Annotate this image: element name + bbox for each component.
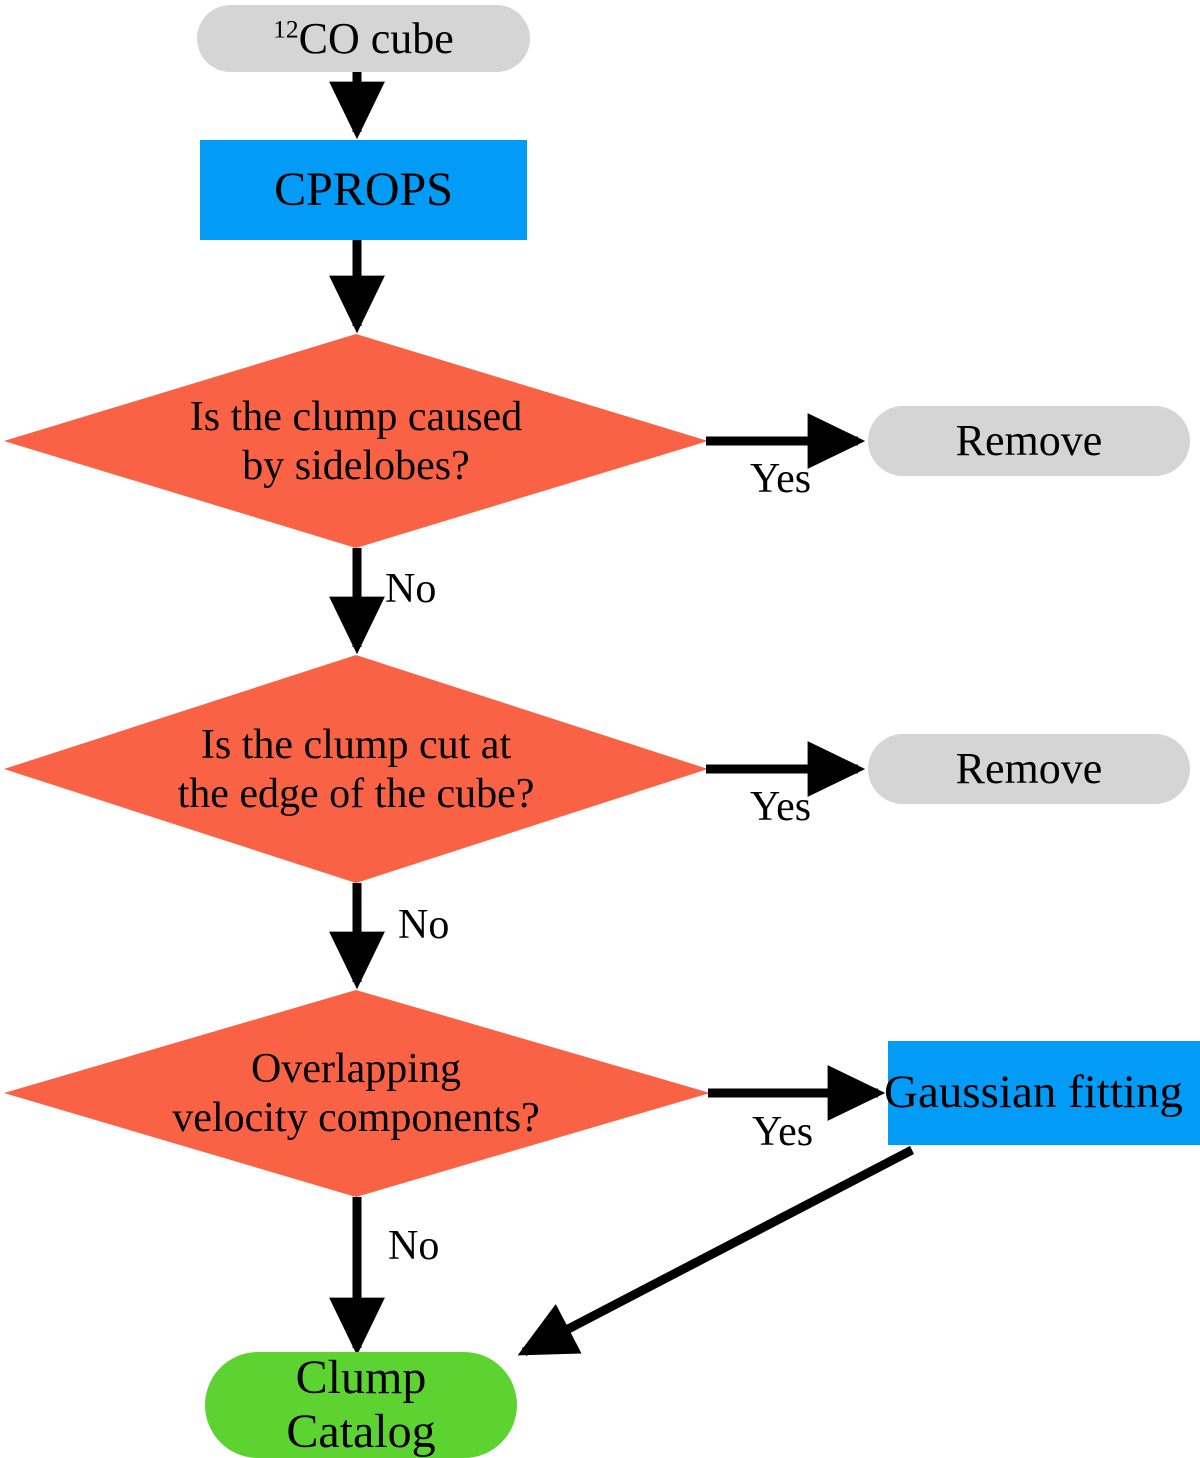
node-start-co-cube[interactable]: 12CO cube xyxy=(197,5,530,72)
decision-overlap-line1: Overlapping xyxy=(251,1046,461,1093)
gaussian-fitting-label: Gaussian fitting xyxy=(884,1066,1183,1118)
decision-overlap-label: Overlapping velocity components? xyxy=(106,1040,606,1148)
node-remove-sidelobes[interactable]: Remove xyxy=(868,406,1190,476)
edge-label-yes-overlap: Yes xyxy=(752,1109,814,1155)
decision-overlap-shape xyxy=(4,990,710,1197)
decision-edge-label: Is the clump cut at the edge of the cube… xyxy=(106,716,606,824)
start-label-main: CO cube xyxy=(298,13,454,63)
node-cprops[interactable]: CPROPS xyxy=(200,140,527,240)
node-remove-edge[interactable]: Remove xyxy=(868,734,1190,804)
decision-edge-line1: Is the clump cut at xyxy=(200,722,512,769)
clump-catalog-line2: Catalog xyxy=(286,1405,436,1458)
clump-catalog-line1: Clump xyxy=(295,1351,427,1405)
edge-label-no-edge: No xyxy=(398,902,450,948)
remove-sidelobes-label: Remove xyxy=(955,416,1103,466)
decision-sidelobes-label: Is the clump caused by sidelobes? xyxy=(116,388,596,496)
start-label: 12CO cube xyxy=(273,13,454,63)
node-clump-catalog[interactable]: Clump Catalog xyxy=(205,1351,517,1458)
edge-label-yes-sidelobes: Yes xyxy=(750,456,812,502)
start-label-superscript: 12 xyxy=(273,14,299,44)
decision-edge-line2: the edge of the cube? xyxy=(177,771,535,817)
decision-sidelobes-line2: by sidelobes? xyxy=(242,443,470,489)
decision-sidelobes-shape xyxy=(4,334,708,548)
cprops-label: CPROPS xyxy=(274,163,453,217)
node-gaussian-fitting[interactable]: Gaussian fitting xyxy=(884,1041,1200,1145)
decision-edge-shape xyxy=(4,655,708,883)
edge-label-no-overlap: No xyxy=(388,1223,440,1269)
edge-gaussian-to-catalog xyxy=(517,1146,915,1356)
edge-label-no-sidelobes: No xyxy=(385,566,437,612)
decision-overlap-line2: velocity components? xyxy=(172,1095,540,1141)
remove-edge-label: Remove xyxy=(955,744,1103,794)
decision-sidelobes-line1: Is the clump caused xyxy=(189,394,523,441)
edge-label-yes-edge: Yes xyxy=(750,784,812,830)
